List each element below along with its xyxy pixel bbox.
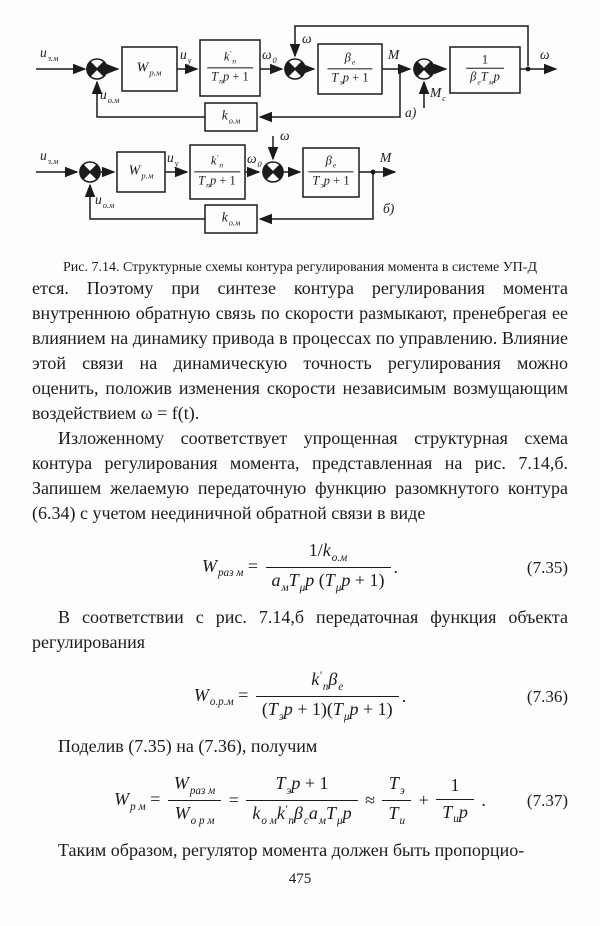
block-regulator-b bbox=[116, 151, 166, 193]
paragraph-1: ется. Поэтому при синтезе контура регули… bbox=[32, 278, 568, 423]
label-M-a: M bbox=[388, 47, 400, 62]
label-uom-a: uо.м bbox=[100, 87, 120, 105]
equation-7-35-number: (7.35) bbox=[526, 557, 568, 577]
label-u-zm-a: uз.м bbox=[40, 45, 59, 63]
block-feedback-gain-b-label: kо.м bbox=[221, 209, 241, 228]
diagram-a bbox=[36, 25, 558, 132]
summing-junction bbox=[86, 58, 108, 80]
block-motor-a-label: βе Tэp + 1 bbox=[327, 50, 373, 87]
paragraph-5: Таким образом, регулятор момента должен … bbox=[58, 840, 525, 861]
paragraph-3: В соответствии с рис. 7.14,б передаточна… bbox=[32, 607, 568, 653]
block-motor-b-label: βе Tэp + 1 bbox=[308, 153, 354, 190]
label-M-b: M bbox=[380, 150, 392, 165]
label-omega0-a: ω0 bbox=[262, 47, 277, 65]
block-feedback-gain-b bbox=[204, 204, 258, 234]
diagram-b-tag: б) bbox=[383, 201, 395, 216]
paragraph-2: Изложенному соответствует упрощенная стр… bbox=[32, 428, 568, 523]
label-uy-b: uу bbox=[167, 150, 179, 168]
label-u-zm-b: uз.м bbox=[40, 148, 59, 166]
label-uom-b: uо.м bbox=[95, 192, 115, 210]
summing-junction bbox=[79, 161, 101, 183]
block-mechanics-a-label: 1 βеTмp bbox=[466, 53, 504, 88]
label-omega-in-b: ω bbox=[280, 128, 290, 143]
block-regulator-b-label: Wр.м bbox=[128, 163, 154, 180]
figure-caption: Рис. 7.14. Структурные схемы контура рег… bbox=[62, 260, 538, 275]
paragraph-4: Поделив (7.35) на (7.36), получим bbox=[58, 736, 318, 757]
block-motor-b bbox=[302, 147, 360, 198]
label-uy-a: uу bbox=[180, 47, 192, 65]
torque-feedback-line-a bbox=[258, 69, 401, 123]
summing-junction bbox=[262, 161, 284, 183]
equation-7-36-body: Wо.р.м = k′пβе(Tэp + 1)(Tμp + 1). bbox=[193, 669, 407, 723]
block-mechanics-a bbox=[449, 46, 521, 94]
branch-dot bbox=[525, 66, 531, 72]
label-omega-out-a: ω bbox=[540, 47, 550, 62]
equation-7-36-number: (7.36) bbox=[526, 686, 568, 706]
label-omega0-b: ω0 bbox=[247, 151, 262, 169]
label-Mc-a: Mс bbox=[430, 85, 446, 103]
equation-7-37-number: (7.37) bbox=[526, 790, 568, 810]
block-feedback-gain-a-label: kо.м bbox=[221, 107, 241, 126]
equation-7-36: Wо.р.м = k′пβе(Tэp + 1)(Tμp + 1). (7.36) bbox=[32, 669, 568, 724]
speed-feedback-line-a bbox=[289, 25, 529, 66]
label-omega-feedback-a: ω bbox=[302, 31, 312, 46]
summing-junction bbox=[284, 58, 306, 80]
block-converter-b-label: k′п Tпp + 1 bbox=[194, 153, 240, 190]
block-regulator-a bbox=[121, 46, 178, 92]
diagram-a-tag: а) bbox=[405, 105, 417, 120]
figure-7-14: uз.м Wр.м uу k′п Tпp + 1 ω0 ω βе Tэp + 1… bbox=[0, 0, 600, 252]
summing-junction bbox=[413, 58, 435, 80]
page-content: ется. Поэтому при синтезе контура регули… bbox=[0, 276, 600, 888]
block-regulator-a-label: Wр.м bbox=[136, 60, 162, 77]
block-converter-a-label: k′п Tпp + 1 bbox=[207, 49, 253, 86]
page-number: 475 bbox=[288, 871, 312, 888]
torque-feedback-line-b bbox=[258, 172, 374, 225]
block-diagram-svg bbox=[36, 25, 558, 234]
